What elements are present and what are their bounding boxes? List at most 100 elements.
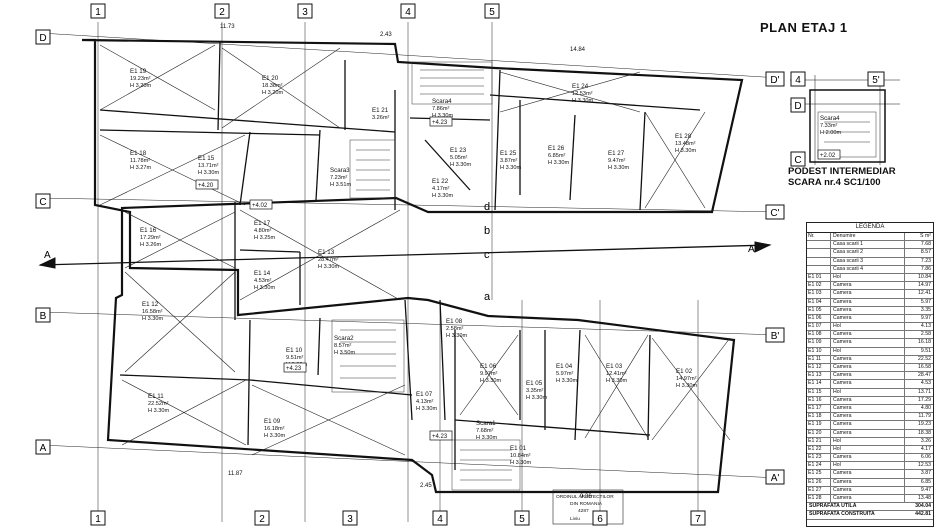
legend-cell-nr: E1 28 bbox=[807, 495, 831, 503]
legend-cell-area: 13.71 bbox=[918, 388, 931, 395]
legend-cell-area: 8.57 bbox=[920, 249, 931, 256]
svg-text:4: 4 bbox=[405, 7, 411, 18]
room-area: 18.38m² bbox=[262, 83, 283, 89]
room-diagonals bbox=[99, 44, 731, 456]
section-label-1: A bbox=[748, 244, 755, 255]
room-id: E1 25 bbox=[500, 150, 517, 157]
legend-cell-area: 19.23 bbox=[918, 421, 931, 428]
room-area: 9.97m² bbox=[480, 371, 498, 377]
svg-text:B: B bbox=[40, 311, 47, 322]
room-id: E1 22 bbox=[432, 178, 449, 185]
svg-text:+4.02: +4.02 bbox=[252, 203, 268, 209]
room-area: 14.97m² bbox=[676, 376, 697, 382]
room-area: 13.71m² bbox=[198, 163, 219, 169]
legend-cell-area: 28.47 bbox=[918, 372, 931, 379]
room-height: H 3.30m bbox=[318, 264, 339, 270]
stamp-line1: ORDINUL ARHITECTILOR bbox=[556, 494, 614, 500]
room-height: H 3.26m bbox=[140, 242, 161, 248]
interior-walls bbox=[99, 41, 701, 470]
room-height: H 3.30m bbox=[572, 98, 593, 104]
room-height: H 2.00m bbox=[820, 130, 841, 136]
room-id: E1 24 bbox=[572, 83, 589, 90]
legend-cell-area: 11.79 bbox=[918, 413, 931, 420]
legend-cell-nr: E1 08 bbox=[807, 331, 831, 339]
inset-axis-2: D bbox=[790, 97, 806, 113]
section-label-0: A bbox=[44, 250, 51, 261]
legend-cell-name: Camera bbox=[831, 413, 905, 421]
room-area: 7.33m² bbox=[820, 123, 838, 129]
legend-cell-nr bbox=[807, 241, 831, 249]
room-area: 7.23m² bbox=[330, 175, 348, 181]
room-area: 4.80m² bbox=[254, 228, 272, 234]
legend-cell-nr bbox=[807, 257, 831, 265]
legend-cell-nr: E1 17 bbox=[807, 404, 831, 413]
room-id: E1 01 bbox=[510, 445, 527, 452]
axis-left-B: B bbox=[35, 307, 51, 323]
svg-text:4: 4 bbox=[437, 514, 443, 525]
legend-cell-name: Camera bbox=[831, 404, 905, 413]
podest-caption: PODEST INTERMEDIAR SCARA nr.4 SC1/100 bbox=[788, 166, 896, 188]
axis-left-A: A bbox=[35, 439, 51, 455]
legend-cell-name: Hol bbox=[831, 388, 905, 396]
legend-total-value: 442.81 bbox=[915, 511, 931, 518]
axis-bottom-7: 7 bbox=[690, 510, 706, 526]
room-id: E1 10 bbox=[286, 347, 303, 354]
legend-cell-name: Casa scarii 3 bbox=[831, 257, 905, 265]
legend-cell-area: 4.13 bbox=[920, 323, 931, 330]
legend-cell-area: 22.52 bbox=[918, 355, 931, 362]
room-height: H 3.51m bbox=[330, 182, 351, 188]
svg-text:+4.23: +4.23 bbox=[432, 120, 448, 126]
room-label: E1 213.26m² bbox=[372, 107, 390, 121]
room-height: H 3.30m bbox=[254, 285, 275, 291]
room-id: Scara4 bbox=[820, 115, 840, 122]
legend-cell-area: 14.97 bbox=[918, 282, 931, 289]
svg-text:5: 5 bbox=[519, 514, 525, 525]
svg-text:A: A bbox=[40, 443, 47, 454]
svg-text:+2.02: +2.02 bbox=[820, 153, 836, 159]
inset-axis-1: 5' bbox=[867, 71, 885, 87]
legend-cell-nr: E1 15 bbox=[807, 388, 831, 396]
legend-cell-area: 4.53 bbox=[920, 380, 931, 387]
level-marker: +4.20 bbox=[195, 179, 219, 190]
legend-header-area: S m² bbox=[920, 233, 931, 239]
legend-cell-nr: E1 11 bbox=[807, 355, 831, 363]
room-id: E1 18 bbox=[130, 150, 147, 157]
room-height: H 3.25m bbox=[254, 235, 275, 241]
aux-axis-a: a bbox=[484, 291, 491, 303]
axis-right-2: B' bbox=[765, 327, 785, 343]
legend-cell-nr: E1 06 bbox=[807, 314, 831, 323]
legend-cell-area: 12.41 bbox=[918, 290, 931, 297]
room-height: H 3.30m bbox=[510, 460, 531, 466]
stairs bbox=[331, 61, 877, 491]
legend-cell-area: 9.51 bbox=[920, 347, 931, 354]
legend-cell-name: Camera bbox=[831, 306, 905, 314]
svg-text:A': A' bbox=[771, 473, 780, 484]
legend-cell-area: 13.48 bbox=[918, 495, 931, 501]
legend-cell-area: 16.18 bbox=[918, 339, 931, 346]
legend-cell-nr bbox=[807, 265, 831, 273]
legend-cell-name: Hol bbox=[831, 347, 905, 355]
room-area: 17.29m² bbox=[140, 235, 161, 241]
